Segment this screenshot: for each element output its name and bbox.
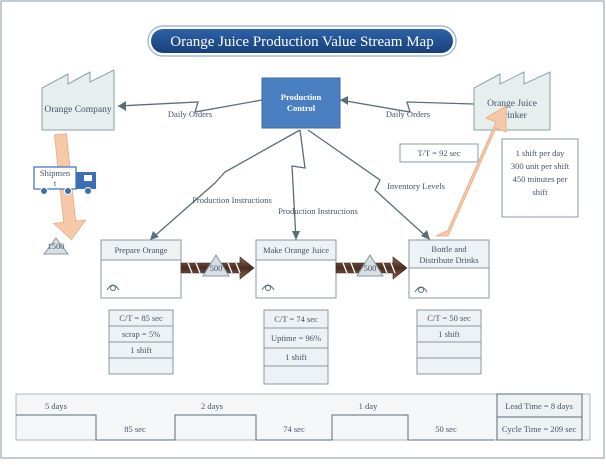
- svg-text:450 minutes per: 450 minutes per: [513, 174, 568, 184]
- inventory-triangle-supplier: 1500: [43, 237, 69, 255]
- push-arrow-2: 500: [335, 254, 408, 280]
- svg-text:shift: shift: [532, 187, 548, 197]
- svg-text:Uptime = 96%: Uptime = 96%: [271, 333, 321, 343]
- wait-time-3: 1 day: [359, 401, 378, 411]
- lead-time: Lead Time = 8 days: [505, 401, 573, 411]
- production-instructions-1-label: Production Instructions: [192, 195, 272, 205]
- timeline: 5 days 2 days 1 day 85 sec 74 sec 50 sec…: [15, 393, 591, 441]
- svg-text:1 shift: 1 shift: [130, 345, 152, 355]
- page-title: Orange Juice Production Value Stream Map: [170, 34, 433, 50]
- svg-text:1 shift: 1 shift: [285, 352, 307, 362]
- truck-icon: Shipmen t: [33, 166, 96, 195]
- customer-demand-box: 1 shift per day 300 unit per shift 450 m…: [501, 138, 579, 218]
- process-name: Bottle and: [431, 244, 467, 254]
- data-box-prepare-orange: [108, 309, 174, 375]
- svg-text:scrap = 5%: scrap = 5%: [122, 329, 160, 339]
- svg-text:C/T = 50 sec: C/T = 50 sec: [427, 313, 471, 323]
- svg-text:Control: Control: [287, 103, 316, 113]
- svg-text:C/T = 85 sec: C/T = 85 sec: [119, 313, 163, 323]
- svg-text:500: 500: [364, 263, 377, 273]
- information-flows: [117, 96, 475, 241]
- svg-text:t: t: [54, 178, 57, 188]
- flow-inventory-levels: [307, 129, 431, 241]
- customer-shipment-arrow: [435, 105, 507, 237]
- svg-text:500: 500: [210, 263, 223, 273]
- svg-text:Production: Production: [281, 92, 322, 102]
- svg-text:T/T = 92 sec: T/T = 92 sec: [417, 148, 460, 158]
- data-box-bottle: [416, 309, 482, 375]
- supplier-factory-icon: Orange Company: [41, 69, 115, 131]
- flow-daily-orders-right: [339, 99, 475, 113]
- svg-text:300 unit per shift: 300 unit per shift: [511, 161, 570, 171]
- svg-text:Orange Juice: Orange Juice: [487, 99, 537, 109]
- supplier-label: Orange Company: [44, 105, 112, 115]
- process-time-2: 74 sec: [283, 424, 305, 434]
- cycle-time: Cycle Time = 209 sec: [502, 424, 576, 434]
- process-make-orange-juice: Make Orange Juice: [255, 239, 337, 299]
- takt-time-box: T/T = 92 sec: [399, 143, 479, 163]
- production-instructions-2-label: Production Instructions: [278, 206, 358, 216]
- svg-text:1 shift per day: 1 shift per day: [516, 148, 566, 158]
- svg-text:1 shift: 1 shift: [438, 329, 460, 339]
- process-name: Prepare Orange: [114, 245, 167, 255]
- svg-text:Drinker: Drinker: [497, 111, 527, 121]
- daily-orders-left-label: Daily Orders: [168, 109, 212, 119]
- process-time-1: 85 sec: [124, 424, 146, 434]
- daily-orders-right-label: Daily Orders: [386, 109, 430, 119]
- wait-time-2: 2 days: [201, 401, 223, 411]
- process-bottle-distribute: Bottle and Distribute Drinks: [408, 239, 490, 299]
- shipment-label: Shipmen: [40, 168, 71, 178]
- svg-text:C/T = 74 sec: C/T = 74 sec: [274, 314, 318, 324]
- inventory-triangle-2: [356, 254, 384, 277]
- process-name: Make Orange Juice: [263, 245, 329, 255]
- svg-text:Distribute Drinks: Distribute Drinks: [419, 255, 478, 265]
- title-banner: Orange Juice Production Value Stream Map: [147, 25, 457, 57]
- svg-text:1500: 1500: [48, 241, 65, 251]
- flow-daily-orders-left: [117, 99, 263, 113]
- inventory-triangle-1: [202, 254, 230, 277]
- process-time-3: 50 sec: [435, 424, 457, 434]
- data-box-make-juice: [263, 309, 329, 385]
- production-control: Production Control: [261, 77, 341, 129]
- process-prepare-orange: Prepare Orange: [100, 239, 182, 299]
- inventory-levels-label: Inventory Levels: [387, 181, 445, 191]
- flow-production-instructions-1: [149, 129, 301, 241]
- wait-time-1: 5 days: [45, 401, 67, 411]
- push-arrow-1: 500: [180, 254, 255, 280]
- flow-production-instructions-2: [291, 129, 306, 241]
